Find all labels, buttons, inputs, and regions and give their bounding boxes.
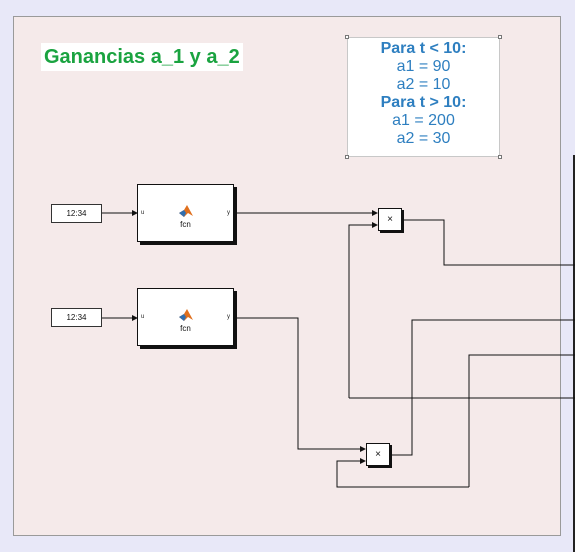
input-port-label: u: [141, 210, 145, 216]
note-line-6: a2 = 30: [396, 130, 451, 147]
annotation-note[interactable]: Para t < 10: a1 = 90 a2 = 10 Para t > 10…: [347, 37, 500, 157]
block-label: fcn: [180, 324, 191, 333]
annotation-title[interactable]: Ganancias a_1 y a_2: [41, 43, 243, 71]
resize-handle-tl[interactable]: [345, 35, 349, 39]
note-line-1: Para t < 10:: [380, 40, 467, 57]
resize-handle-bl[interactable]: [345, 155, 349, 159]
wire-feedback-product2: [336, 458, 469, 488]
resize-handle-br[interactable]: [498, 155, 502, 159]
clock-block-1[interactable]: 12:34: [51, 204, 102, 223]
matlab-icon: [179, 205, 193, 217]
wire-product1-out: [402, 219, 575, 266]
product-block-1[interactable]: ×: [378, 208, 402, 231]
resize-handle-tr[interactable]: [498, 35, 502, 39]
note-line-4: Para t > 10:: [380, 94, 467, 111]
note-line-3: a2 = 10: [396, 76, 451, 93]
wire-product2-out: [391, 319, 575, 456]
input-port-label: u: [141, 314, 145, 320]
note-line-2: a1 = 90: [396, 58, 451, 75]
wire-out-3: [468, 354, 575, 487]
matlab-icon: [179, 309, 193, 321]
output-port-label: y: [227, 314, 230, 320]
product-block-2[interactable]: ×: [366, 443, 390, 466]
wire-feedback-product1: [348, 222, 378, 398]
matlab-function-block-2[interactable]: u y fcn: [137, 288, 234, 346]
clock-block-2[interactable]: 12:34: [51, 308, 102, 327]
wire-fcn2-product2: [235, 317, 366, 452]
matlab-function-block-1[interactable]: u y fcn: [137, 184, 234, 242]
canvas-divider: [573, 155, 575, 552]
output-port-label: y: [227, 210, 230, 216]
note-line-5: a1 = 200: [392, 112, 455, 129]
block-label: fcn: [180, 220, 191, 229]
